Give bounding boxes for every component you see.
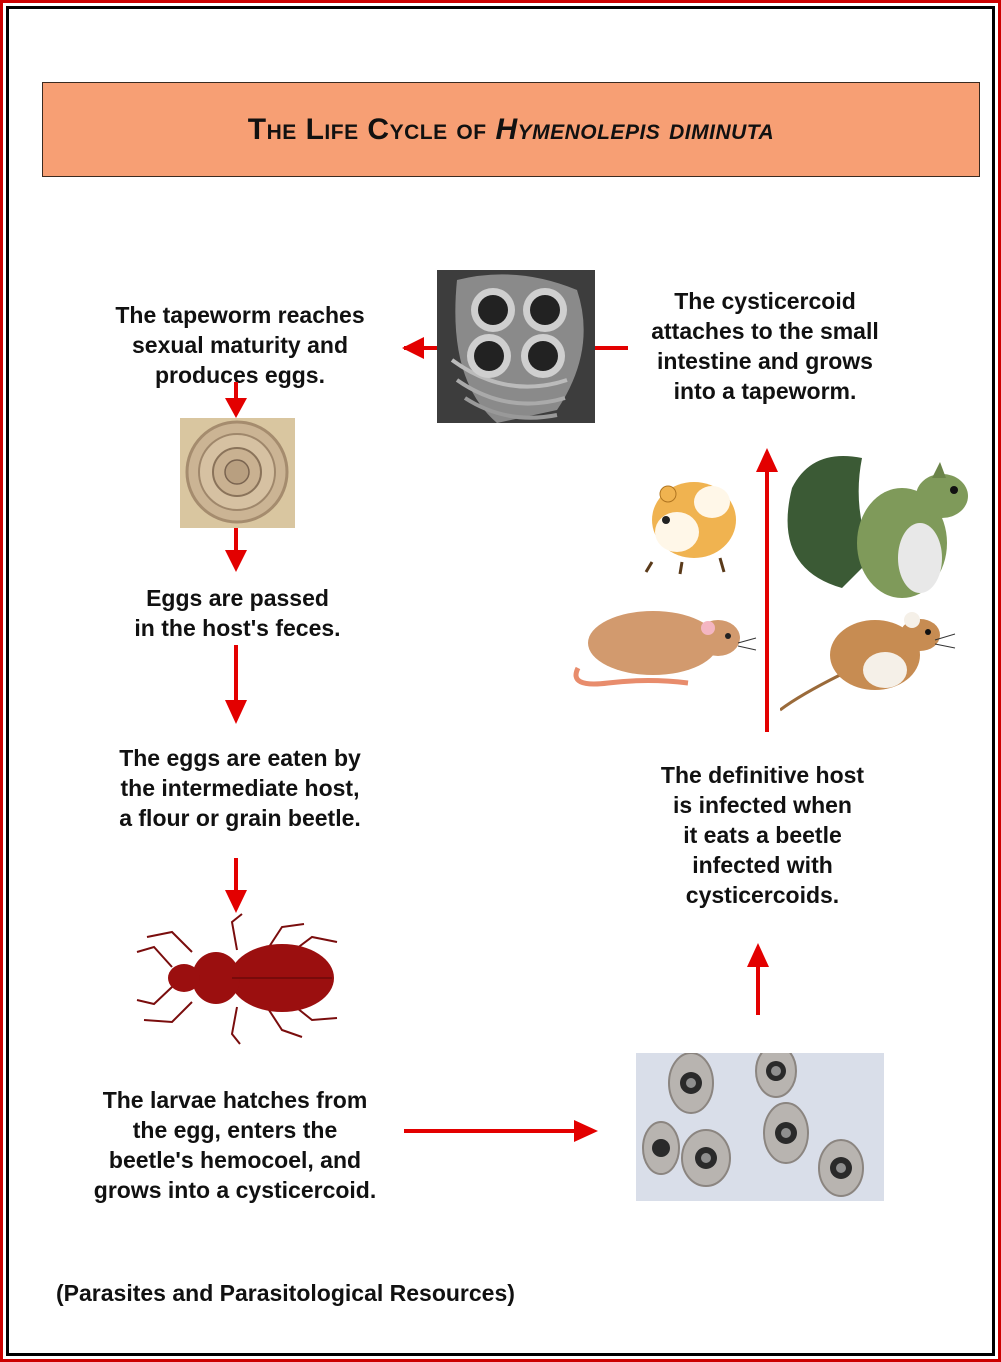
squirrel-image (782, 448, 982, 608)
hamster-image (632, 462, 742, 577)
mouse-image (780, 600, 960, 715)
rat-image (568, 598, 758, 698)
cysticercoid-image (636, 1053, 884, 1201)
egg-image (180, 418, 295, 528)
beetle-image (132, 912, 342, 1052)
scolex-image (437, 270, 595, 423)
